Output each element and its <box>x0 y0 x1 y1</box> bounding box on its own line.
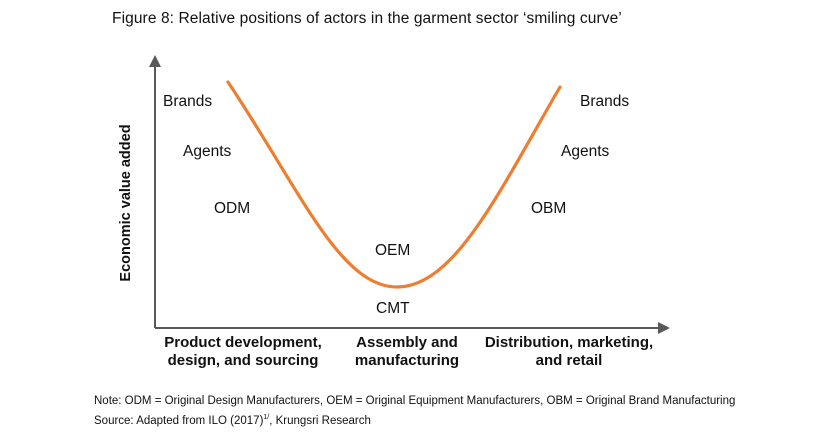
x-category-line: and retail <box>535 352 603 369</box>
x-category-product-development: Product development, design, and sourcin… <box>164 334 322 370</box>
x-category-line: design, and sourcing <box>167 352 319 369</box>
x-axis-arrowhead <box>658 322 670 334</box>
source-suffix: , Krungsri Research <box>269 414 371 427</box>
abbreviation-note: Note: ODM = Original Design Manufacturer… <box>94 395 736 407</box>
right-label-agents: Agents <box>561 143 610 160</box>
source-superscript: 1/ <box>263 414 270 421</box>
smiling-curve <box>226 80 562 289</box>
x-category-line: Product development, <box>164 334 322 351</box>
source-note: Source: Adapted from ILO (2017)1/, Krung… <box>94 414 371 427</box>
x-category-line: Distribution, marketing, <box>484 334 654 351</box>
y-axis-arrowhead <box>149 55 161 67</box>
source-text: Source: Adapted from ILO (2017) <box>94 414 264 427</box>
x-category-line: manufacturing <box>354 352 460 369</box>
center-label-cmt: CMT <box>376 300 410 317</box>
x-category-line: Assembly and <box>356 334 458 351</box>
right-label-obm: OBM <box>531 200 567 217</box>
figure-title: Figure 8: Relative positions of actors i… <box>112 10 622 27</box>
x-category-distribution: Distribution, marketing, and retail <box>485 334 653 370</box>
x-category-assembly: Assembly and manufacturing <box>355 334 459 370</box>
left-label-agents: Agents <box>183 143 232 160</box>
left-label-odm: ODM <box>214 200 251 217</box>
left-label-brands: Brands <box>163 93 213 110</box>
y-axis-label: Economic value added <box>118 124 134 282</box>
right-label-brands: Brands <box>580 93 630 110</box>
center-label-oem: OEM <box>375 242 411 259</box>
